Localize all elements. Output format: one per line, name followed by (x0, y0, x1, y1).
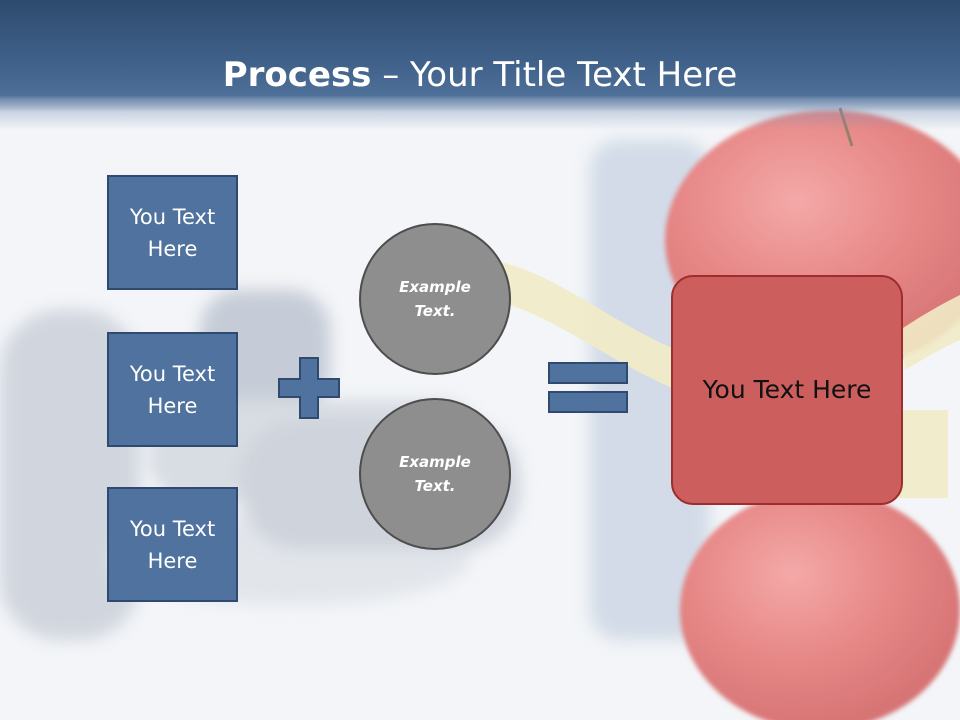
result-box: You Text Here (671, 275, 903, 505)
plus-icon (278, 357, 340, 419)
text-box-1: You Text Here (107, 175, 238, 290)
equals-icon (548, 362, 628, 413)
slide-title: Process – Your Title Text Here (0, 52, 960, 98)
title-bar (0, 0, 960, 112)
result-label: You Text Here (702, 375, 872, 404)
circle-label: Example Text. (399, 453, 471, 495)
title-rest: – Your Title Text Here (371, 55, 738, 95)
text-box-3: You Text Here (107, 487, 238, 602)
circle-label: Example Text. (399, 278, 471, 320)
text-box-label: You Text Here (129, 361, 216, 418)
example-circle-1: Example Text. (359, 223, 511, 375)
title-bold: Process (222, 55, 372, 95)
example-circle-2: Example Text. (359, 398, 511, 550)
text-box-label: You Text Here (129, 516, 216, 573)
title-fade (0, 100, 960, 130)
text-box-2: You Text Here (107, 332, 238, 447)
text-box-label: You Text Here (129, 204, 216, 261)
